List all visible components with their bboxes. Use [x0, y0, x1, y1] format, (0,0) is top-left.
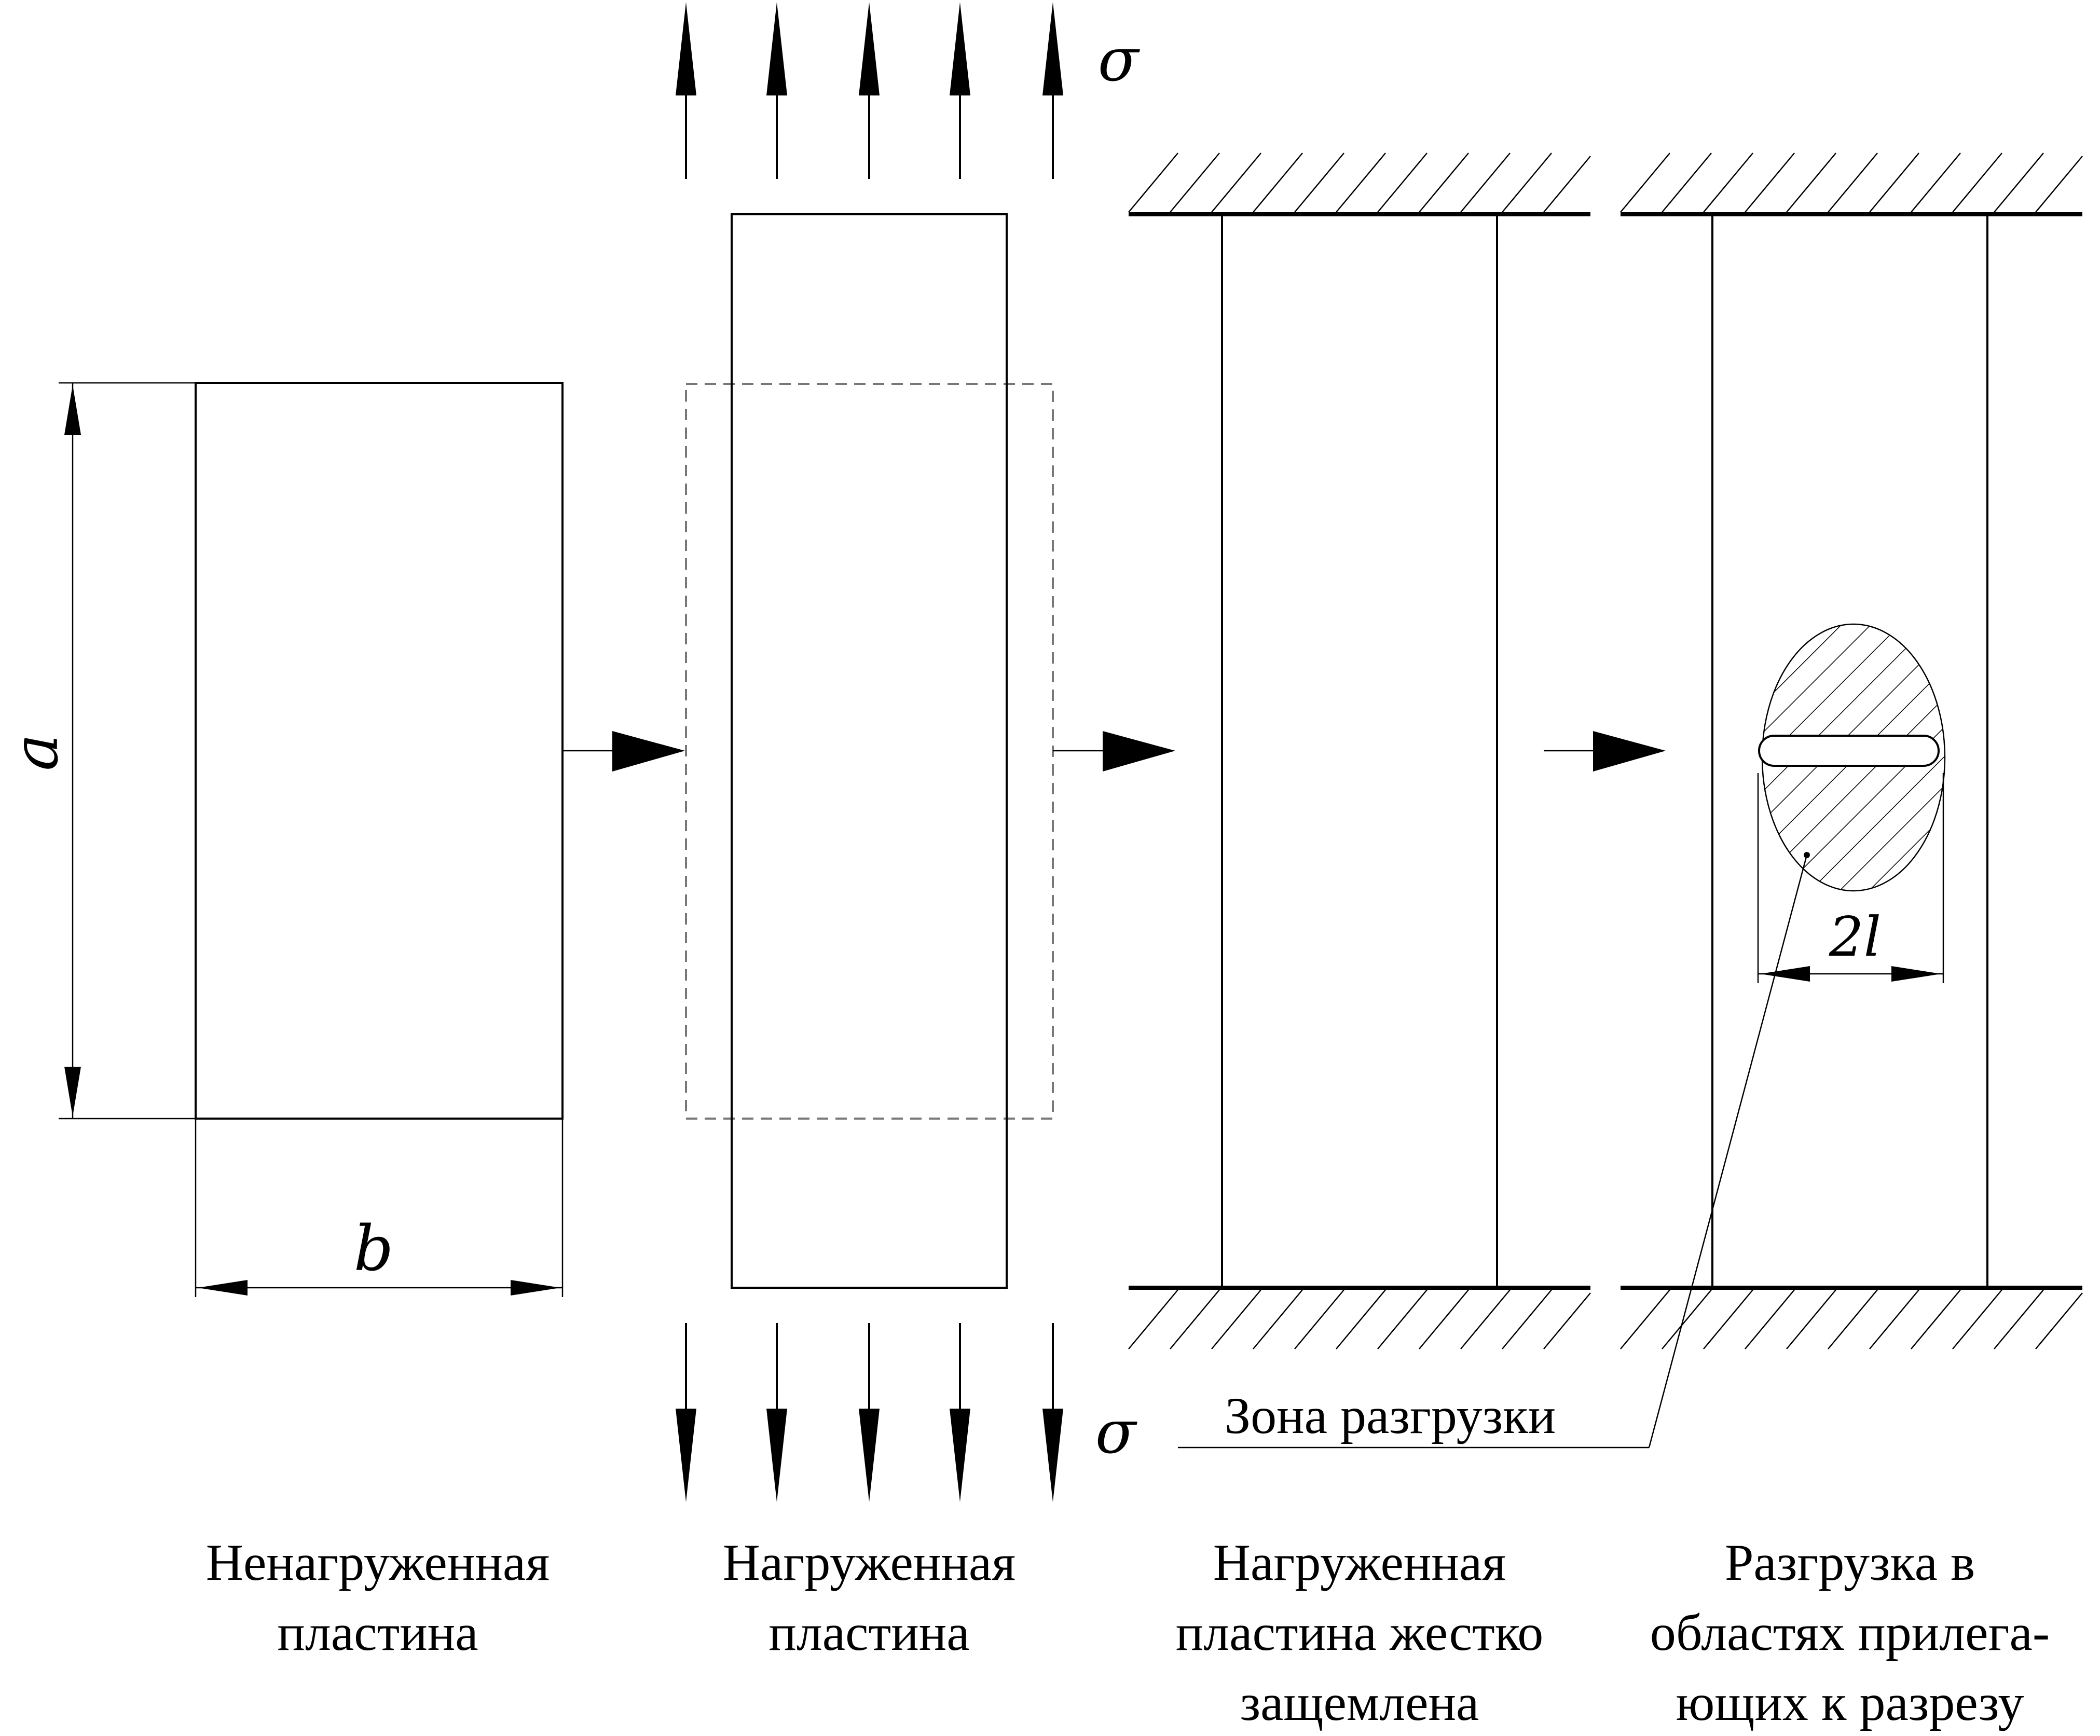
caption-clamped-line-3: защемлена: [1240, 1674, 1479, 1731]
dimension-a: a: [0, 382, 196, 1120]
clamp-top-2: [1620, 153, 2083, 216]
sigma-top-label: σ: [1098, 25, 1141, 95]
relief-zone-callout: Зона разгрузки: [1178, 852, 1810, 1449]
clamp-bottom: [1128, 1286, 1591, 1349]
panel-relief-zone: 2l: [1620, 153, 2083, 1349]
loaded-plate: [731, 213, 1008, 1289]
dimension-a-label: a: [0, 734, 72, 771]
transition-arrow-1: [562, 731, 685, 771]
caption-loaded-line-2: пластина: [768, 1604, 969, 1661]
transition-arrow-2: [1053, 731, 1175, 771]
panel-clamped-plate: [1128, 153, 1591, 1349]
clamp-bottom-2: [1620, 1286, 2083, 1349]
sigma-bottom-label: σ: [1095, 1398, 1138, 1467]
dimension-b-label: b: [354, 1213, 394, 1285]
caption-unloaded-line-2: пластина: [277, 1604, 478, 1661]
caption-unloaded: Ненагруженная пластина: [206, 1534, 550, 1661]
panel-unloaded-plate: a b: [0, 382, 564, 1297]
dimension-2l-label: 2l: [1829, 905, 1881, 969]
tension-arrows-bottom: [676, 1323, 1063, 1502]
caption-relief-line-3: ющих к разрезу: [1676, 1674, 2024, 1731]
tension-arrows-top: [676, 2, 1063, 179]
caption-clamped-line-2: пластина жестко: [1176, 1604, 1544, 1661]
caption-unloaded-line-1: Ненагруженная: [206, 1534, 550, 1591]
dimension-2l: 2l: [1757, 773, 1944, 983]
clamp-top: [1128, 153, 1591, 216]
original-outline: [685, 383, 1054, 1120]
caption-relief-line-1: Разгрузка в: [1725, 1534, 1975, 1591]
relief-zone-label: Зона разгрузки: [1225, 1387, 1556, 1444]
transition-arrow-3: [1544, 731, 1666, 771]
caption-clamped-line-1: Нагруженная: [1213, 1534, 1506, 1591]
caption-loaded: Нагруженная пластина: [723, 1534, 1016, 1661]
unloaded-plate: [195, 382, 564, 1120]
caption-clamped: Нагруженная пластина жестко защемлена: [1176, 1534, 1544, 1731]
caption-relief-line-2: областях прилега-: [1650, 1604, 2050, 1661]
caption-loaded-line-1: Нагруженная: [723, 1534, 1016, 1591]
crack: [1758, 735, 1940, 767]
dimension-b: b: [195, 1119, 564, 1297]
panel-loaded-plate: σ σ: [676, 2, 1141, 1502]
caption-relief: Разгрузка в областях прилега- ющих к раз…: [1650, 1534, 2050, 1731]
